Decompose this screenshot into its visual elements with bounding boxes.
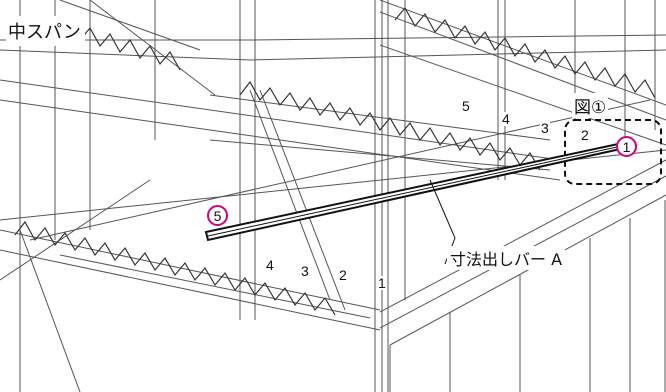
measuring-bar [204,139,636,242]
detail-box [564,119,662,185]
circled-number-end: 5 [207,205,228,226]
page-title: 中スパン [6,16,85,46]
lower-number-4: 4 [265,257,275,273]
upper-number-4: 4 [501,111,511,127]
upper-number-3: 3 [540,120,550,136]
lower-number-2: 2 [338,267,348,283]
deck-zigzag [14,6,656,316]
upper-number-2: 2 [580,127,590,143]
lower-number-1: 1 [377,275,387,291]
lower-number-3: 3 [300,263,310,279]
figure-label: 図① [572,93,609,118]
upper-number-5: 5 [461,98,471,114]
bar-label: 寸法出しバー A [447,246,566,270]
circled-number-start: 1 [616,136,637,157]
